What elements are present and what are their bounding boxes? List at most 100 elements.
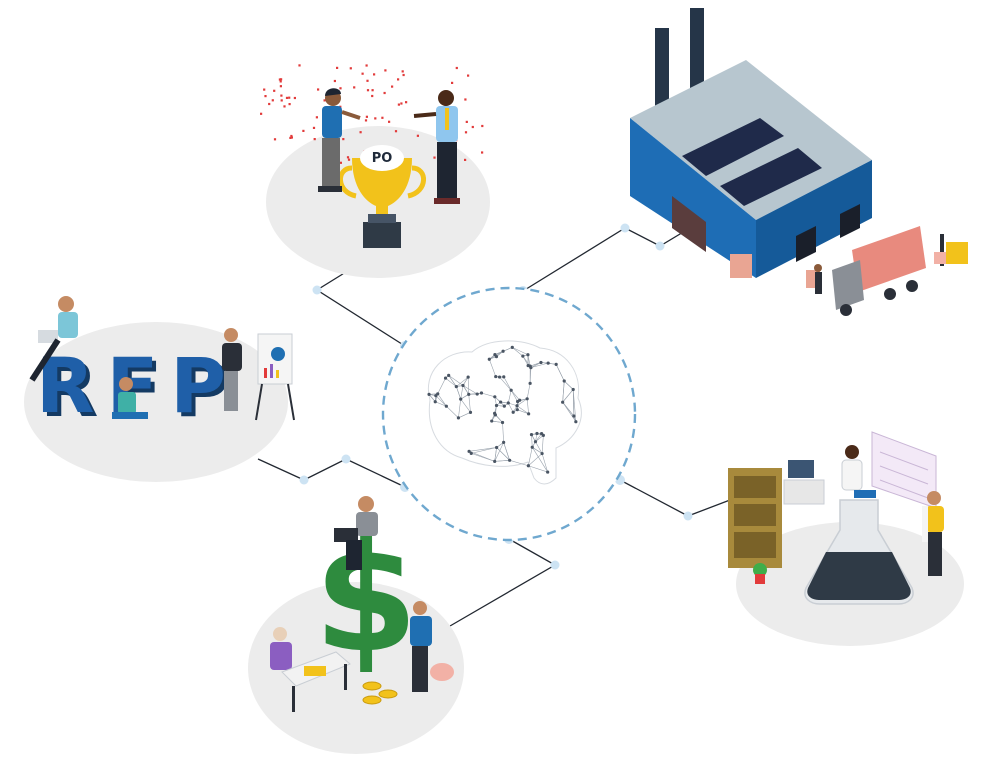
brain-link: [502, 422, 504, 443]
confetti-piece: [271, 99, 274, 102]
brain-node: [493, 459, 497, 463]
forklift-body: [946, 242, 968, 264]
confetti-piece: [471, 125, 474, 129]
brain-node: [526, 353, 530, 357]
legs: [412, 646, 428, 692]
brain-node: [540, 451, 544, 456]
brain-node: [502, 375, 506, 379]
confetti-piece: [260, 112, 263, 115]
confetti-piece: [401, 70, 404, 73]
legs: [322, 138, 340, 186]
brain-node: [571, 387, 575, 392]
brain-node: [490, 419, 494, 423]
brain-link: [528, 465, 548, 473]
arm: [413, 112, 437, 118]
confetti-piece: [339, 87, 342, 90]
brain-node: [487, 357, 491, 361]
confetti-piece: [402, 73, 405, 77]
trophy-cup: [352, 158, 412, 214]
confetti-piece: [464, 131, 468, 134]
brain-link: [462, 376, 469, 386]
laptop: [38, 330, 58, 343]
brain-link: [541, 453, 548, 473]
coin: [362, 681, 382, 691]
brain-node: [467, 392, 471, 396]
node: [341, 454, 351, 464]
brain-link: [530, 362, 549, 368]
brain-link: [456, 376, 469, 387]
center-hub: [381, 286, 637, 542]
connector-bottom: [449, 538, 557, 627]
head: [58, 296, 74, 312]
board-bar: [276, 370, 279, 378]
brain-node: [466, 375, 470, 379]
brain-link: [445, 377, 457, 387]
confetti-piece: [365, 115, 368, 118]
person-celebrating: [318, 88, 361, 192]
confetti-piece: [394, 130, 398, 133]
board-pie: [271, 347, 285, 361]
dollar-finance-icon: $: [248, 496, 464, 754]
brain-node: [540, 432, 544, 436]
brain-link: [469, 447, 497, 452]
brain-link: [526, 398, 529, 414]
board-bar: [264, 368, 267, 378]
confetti-piece: [279, 85, 282, 88]
brain-link: [462, 385, 478, 395]
lab-shelf: [728, 468, 782, 584]
wheel: [884, 288, 896, 300]
laboratory-flask-icon: [728, 431, 964, 646]
confetti-piece: [349, 67, 352, 70]
brain-link: [528, 447, 533, 466]
shelf-inner: [734, 476, 776, 498]
brain-link: [507, 390, 512, 404]
confetti-piece: [433, 156, 436, 159]
wheel: [840, 304, 852, 316]
brain-node: [469, 451, 473, 455]
connector-top-left: [315, 271, 406, 347]
brain-node: [497, 375, 502, 379]
brain-node: [515, 408, 519, 412]
confetti-piece: [455, 66, 458, 70]
confetti-piece: [481, 151, 484, 154]
confetti-piece: [280, 78, 283, 81]
trophy-label: PO: [372, 151, 393, 166]
brain-link: [468, 451, 495, 462]
confetti-piece: [278, 78, 281, 81]
arm: [341, 110, 361, 120]
torso: [58, 312, 78, 338]
confetti-piece: [264, 95, 267, 98]
connector-right: [619, 479, 731, 517]
brain-node: [434, 394, 438, 398]
brain-node: [529, 432, 534, 437]
papers: [304, 666, 326, 676]
brain-link: [555, 364, 565, 382]
brain-node: [515, 404, 519, 408]
delivery-truck: [832, 226, 926, 316]
brain-node: [527, 412, 531, 416]
brain-link: [572, 389, 575, 417]
brain-node: [510, 345, 514, 349]
truck-cargo: [852, 226, 926, 292]
brain-link: [508, 402, 514, 413]
brain-link: [462, 385, 469, 395]
brain-link: [496, 447, 510, 461]
brain-link: [526, 383, 531, 399]
plant-pot: [755, 574, 765, 584]
chimney-left: [655, 28, 669, 120]
brain-link: [562, 381, 565, 403]
brain-link: [448, 375, 464, 386]
board-panel: [871, 431, 937, 509]
confetti-piece: [383, 91, 386, 95]
confetti-piece: [451, 81, 454, 84]
person-sitting: [112, 377, 148, 419]
brain-node: [506, 401, 510, 405]
person-standing: [410, 601, 432, 692]
confetti-piece: [381, 116, 384, 119]
head: [224, 328, 238, 342]
brain-link: [528, 453, 543, 466]
confetti-piece: [464, 98, 467, 101]
node: [683, 511, 693, 521]
brain-link: [535, 435, 544, 442]
